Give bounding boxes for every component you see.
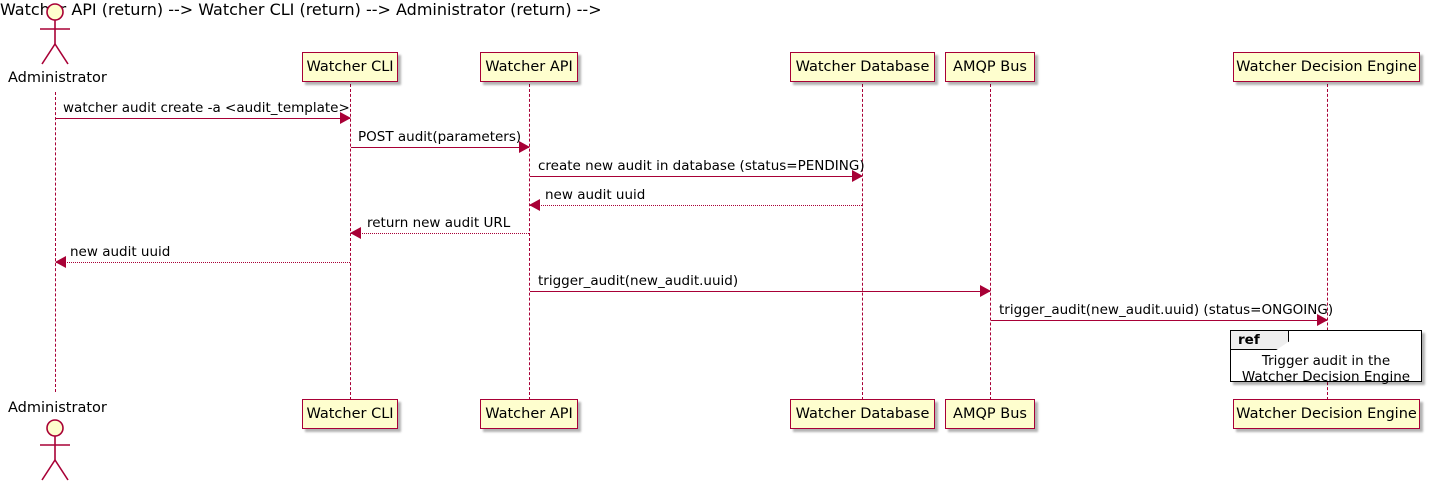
ref-fragment-line-1: Trigger audit in the xyxy=(1261,353,1391,369)
participant-label: Watcher CLI xyxy=(306,405,394,422)
message-line xyxy=(530,205,862,206)
actor-administrator-bottom xyxy=(33,418,79,484)
message-7-label: trigger_audit(new_audit.uuid) xyxy=(538,273,739,289)
message-6-label: new audit uuid xyxy=(70,244,171,260)
arrowhead-right-icon xyxy=(980,285,991,297)
lifeline-decision-engine xyxy=(1327,84,1328,400)
message-5-label: return new audit URL xyxy=(367,215,511,231)
ref-fragment-line-2: Watcher Decision Engine xyxy=(1241,369,1411,385)
message-2-label: POST audit(parameters) xyxy=(358,129,522,145)
participant-watcher-api-top[interactable]: Watcher API xyxy=(480,52,578,82)
lifeline-amqp-bus xyxy=(990,84,991,400)
lifeline-administrator xyxy=(55,92,56,392)
lifeline-watcher-db xyxy=(862,84,863,400)
message-line xyxy=(991,320,1327,321)
message-3-label: create new audit in database (status=PEN… xyxy=(538,158,865,174)
participant-label: Watcher Database xyxy=(795,58,930,75)
participant-label: Watcher Decision Engine xyxy=(1236,405,1417,422)
participant-watcher-db-top[interactable]: Watcher Database xyxy=(790,52,935,82)
lifeline-watcher-api xyxy=(529,84,530,400)
arrowhead-left-icon xyxy=(350,227,361,239)
arrowhead-right-icon xyxy=(340,112,351,124)
actor-label-administrator-top: Administrator xyxy=(8,70,107,86)
participant-watcher-cli-top[interactable]: Watcher CLI xyxy=(302,52,398,82)
participant-watcher-db-bottom[interactable]: Watcher Database xyxy=(790,399,935,429)
participant-label: AMQP Bus xyxy=(953,405,1027,422)
message-3-arrow xyxy=(530,170,863,182)
message-7-arrow xyxy=(530,285,991,297)
lifeline-watcher-cli xyxy=(350,84,351,400)
arrowhead-right-icon xyxy=(852,170,863,182)
actor-label-administrator-bottom: Administrator xyxy=(8,400,107,416)
message-line xyxy=(56,262,350,263)
message-4-label: new audit uuid xyxy=(545,187,646,203)
message-4-arrow xyxy=(529,199,862,211)
message-8-arrow xyxy=(991,314,1328,326)
message-8-label: trigger_audit(new_audit.uuid) (status=ON… xyxy=(999,302,1334,318)
arrowhead-right-icon xyxy=(519,141,530,153)
participant-amqp-bus-top[interactable]: AMQP Bus xyxy=(945,52,1035,82)
participant-label: Watcher API xyxy=(485,405,573,422)
ref-fragment: ref Trigger audit in the Watcher Decisio… xyxy=(1230,330,1422,385)
message-5-arrow xyxy=(350,227,529,239)
message-1-arrow xyxy=(56,112,351,124)
actor-administrator-top xyxy=(33,2,79,68)
message-1-label: watcher audit create -a <audit_template> xyxy=(63,100,350,116)
participant-watcher-api-bottom[interactable]: Watcher API xyxy=(480,399,578,429)
message-6-arrow xyxy=(55,256,350,268)
arrowhead-left-icon xyxy=(529,199,540,211)
message-line xyxy=(530,176,862,177)
message-line xyxy=(530,291,990,292)
participant-watcher-cli-bottom[interactable]: Watcher CLI xyxy=(302,399,398,429)
message-line xyxy=(56,118,350,119)
participant-decision-engine-bottom[interactable]: Watcher Decision Engine xyxy=(1233,399,1420,429)
participant-label: Watcher API xyxy=(485,58,573,75)
message-2-arrow xyxy=(351,141,530,153)
participant-label: Watcher Decision Engine xyxy=(1236,58,1417,75)
message-line xyxy=(351,147,529,148)
ref-fragment-body: Trigger audit in the Watcher Decision En… xyxy=(1231,353,1421,385)
arrowhead-right-icon xyxy=(1317,314,1328,326)
participant-amqp-bus-bottom[interactable]: AMQP Bus xyxy=(945,399,1035,429)
participant-label: AMQP Bus xyxy=(953,58,1027,75)
ref-tab-label: ref xyxy=(1231,331,1289,350)
arrowhead-left-icon xyxy=(55,256,66,268)
participant-decision-engine-top[interactable]: Watcher Decision Engine xyxy=(1233,52,1420,82)
participant-label: Watcher CLI xyxy=(306,58,394,75)
participant-label: Watcher Database xyxy=(795,405,930,422)
message-line xyxy=(351,233,529,234)
